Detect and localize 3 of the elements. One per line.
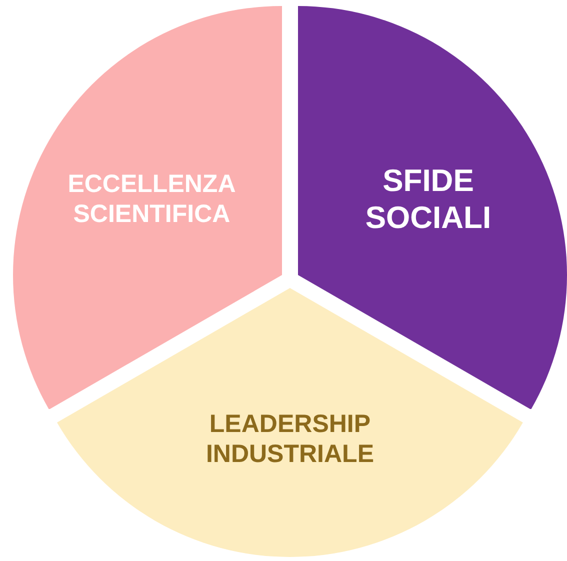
- sector-label: ECCELLENZA SCIENTIFICA: [66, 169, 237, 230]
- sector-label: SFIDE SOCIALI: [364, 162, 492, 236]
- sector-label: LEADERSHIP INDUSTRIALE: [204, 408, 376, 469]
